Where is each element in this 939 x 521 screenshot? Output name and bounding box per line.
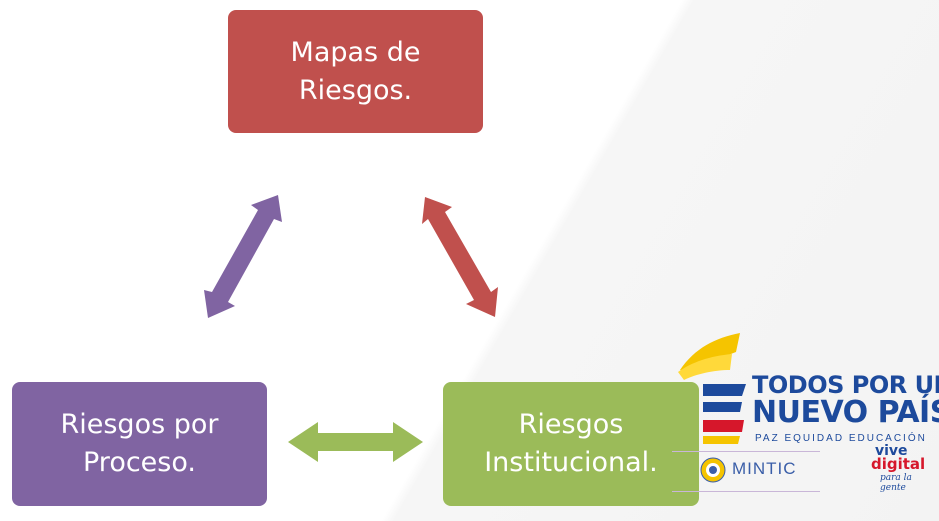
colombia-seal-icon <box>700 457 726 483</box>
arrow-process-to-institutional <box>288 422 423 462</box>
node-riesgos-institucional-line1: Riesgos <box>518 409 624 440</box>
gov-logo-block: TODOS POR UN NUEVO PAÍS PAZ EQUIDAD EDUC… <box>670 330 939 521</box>
node-riesgos-institucional-line2: Institucional. <box>484 447 658 478</box>
logo-divider-bottom <box>672 491 820 492</box>
node-mapas-de-riesgos-line2: Riesgos. <box>298 74 413 106</box>
logo-line1: TODOS POR UN <box>752 371 939 399</box>
logo-divider-top <box>672 451 820 452</box>
node-mapas-de-riesgos: Mapas de Riesgos. <box>228 10 483 133</box>
node-riesgos-por-proceso: Riesgos por Proceso. <box>12 382 267 506</box>
logo-line3: PAZ EQUIDAD EDUCACIÓN <box>755 433 927 444</box>
mintic-label: MINTIC <box>732 459 797 478</box>
digital-label: digital <box>871 455 926 473</box>
node-mapas-de-riesgos-line1: Mapas de <box>290 36 421 68</box>
node-riesgos-por-proceso-line1: Riesgos por <box>60 409 219 440</box>
arrow-process-to-maps <box>204 195 282 318</box>
logo-line2: NUEVO PAÍS <box>752 395 939 430</box>
todos-por-un-nuevo-pais-e-icon <box>678 333 746 444</box>
node-riesgos-por-proceso-line2: Proceso. <box>83 447 196 478</box>
node-riesgos-institucional: Riesgos Institucional. <box>443 382 699 506</box>
para-la-gente-label: para la gente <box>880 473 912 493</box>
arrow-maps-to-institutional <box>422 197 498 317</box>
vive-label: vive <box>875 443 908 459</box>
